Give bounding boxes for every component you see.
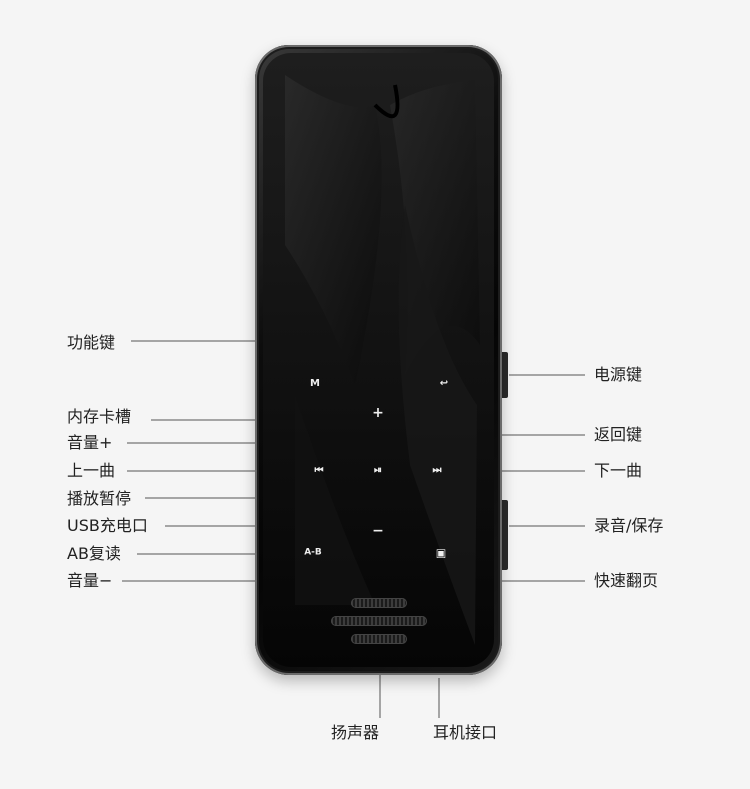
volume-up-button-icon[interactable]: + <box>372 405 384 421</box>
label-record-save: 录音/保存 <box>594 516 664 535</box>
mp3-player-device: M ↩ + ⏮ ⏯ ⏭ A-B − ▣ <box>255 45 502 675</box>
glass-reflection <box>263 53 494 667</box>
label-card-slot: 内存卡槽 <box>67 407 132 426</box>
label-prev-track: 上一曲 <box>67 461 116 480</box>
label-speaker: 扬声器 <box>331 723 380 742</box>
record-side-button <box>500 500 508 570</box>
play-pause-button-icon[interactable]: ⏯ <box>374 465 382 476</box>
label-power-key: 电源键 <box>594 365 643 384</box>
speaker-grille-bottom <box>351 634 407 644</box>
back-button-icon[interactable]: ↩ <box>439 378 449 389</box>
menu-button-icon[interactable]: M <box>310 378 320 389</box>
label-volume-up: 音量+ <box>67 433 113 452</box>
label-function-key: 功能键 <box>67 333 116 352</box>
label-play-pause: 播放暂停 <box>67 489 132 508</box>
label-fast-page: 快速翻页 <box>594 571 659 590</box>
volume-down-button-icon[interactable]: − <box>372 523 384 539</box>
label-volume-down: 音量− <box>67 571 113 590</box>
speaker-grille-middle <box>331 616 427 626</box>
label-back-key: 返回键 <box>594 425 643 444</box>
label-usb-charging: USB充电口 <box>67 516 148 535</box>
label-ab-repeat: AB复读 <box>67 544 121 563</box>
prev-track-button-icon[interactable]: ⏮ <box>314 465 324 476</box>
speaker-grille-top <box>351 598 407 608</box>
ab-repeat-button-icon[interactable]: A-B <box>304 547 322 558</box>
next-track-button-icon[interactable]: ⏭ <box>432 465 442 476</box>
label-headphone-jack: 耳机接口 <box>433 723 498 742</box>
power-side-button <box>500 352 508 398</box>
label-next-track: 下一曲 <box>594 461 643 480</box>
page-flip-button-icon[interactable]: ▣ <box>435 546 447 560</box>
